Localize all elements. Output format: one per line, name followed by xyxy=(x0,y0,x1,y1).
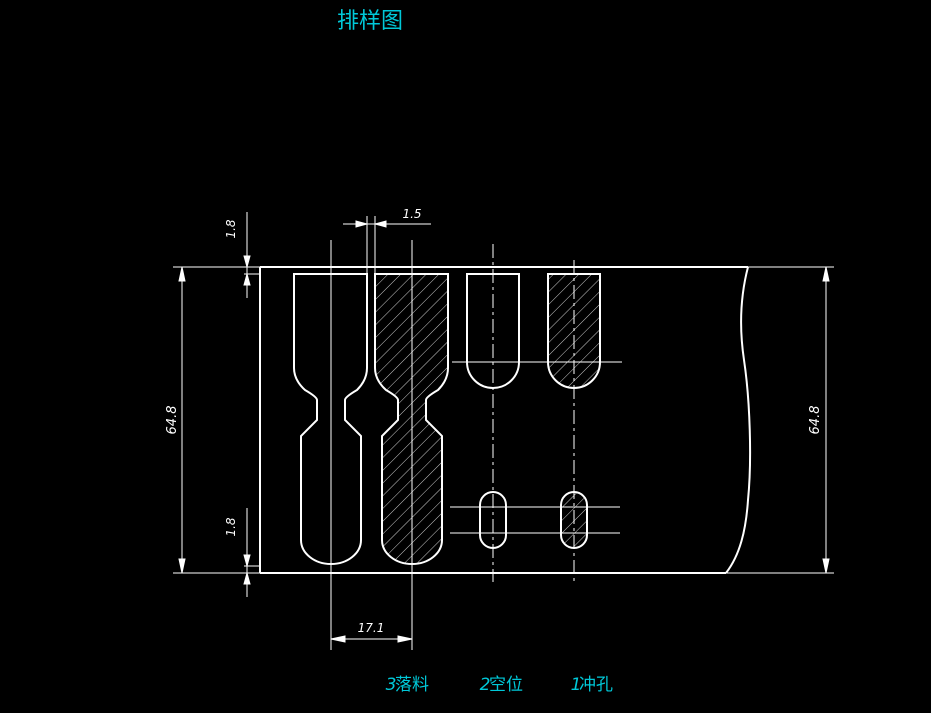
station-label-2: 2 空位 xyxy=(480,675,523,695)
station-name-piercing: 冲孔 xyxy=(579,675,613,695)
drawing-title: 排样图 xyxy=(337,9,403,34)
station-number-3: 3 xyxy=(386,675,397,695)
station-label-3: 3 落料 xyxy=(386,675,429,695)
break-line xyxy=(725,266,752,574)
dim-text-width-left: 64.8 xyxy=(165,406,180,435)
station-number-2: 2 xyxy=(480,675,491,695)
dimension-overall-width-left xyxy=(178,266,186,574)
slot-open xyxy=(466,273,520,389)
dim-text-web: 1.5 xyxy=(402,207,421,221)
dimension-gap-top xyxy=(243,212,251,298)
extension-lines xyxy=(173,216,834,574)
dimension-overall-width-right xyxy=(822,266,830,574)
blank-part-open xyxy=(293,273,368,565)
dimension-web xyxy=(343,220,431,228)
dimension-pitch xyxy=(330,635,413,643)
center-lines xyxy=(330,240,622,650)
station-name-idle: 空位 xyxy=(489,675,523,695)
dim-text-width-right: 64.8 xyxy=(808,406,823,435)
dim-text-gap-top: 1.8 xyxy=(224,219,238,238)
dim-text-pitch: 17.1 xyxy=(358,621,385,635)
station-label-1: 1 冲孔 xyxy=(571,675,613,695)
dimension-gap-bottom xyxy=(243,508,251,597)
dim-text-gap-bottom: 1.8 xyxy=(224,517,238,536)
strip-outline xyxy=(244,266,752,574)
station-number-1: 1 xyxy=(571,675,582,695)
station-name-blanking: 落料 xyxy=(395,675,429,695)
